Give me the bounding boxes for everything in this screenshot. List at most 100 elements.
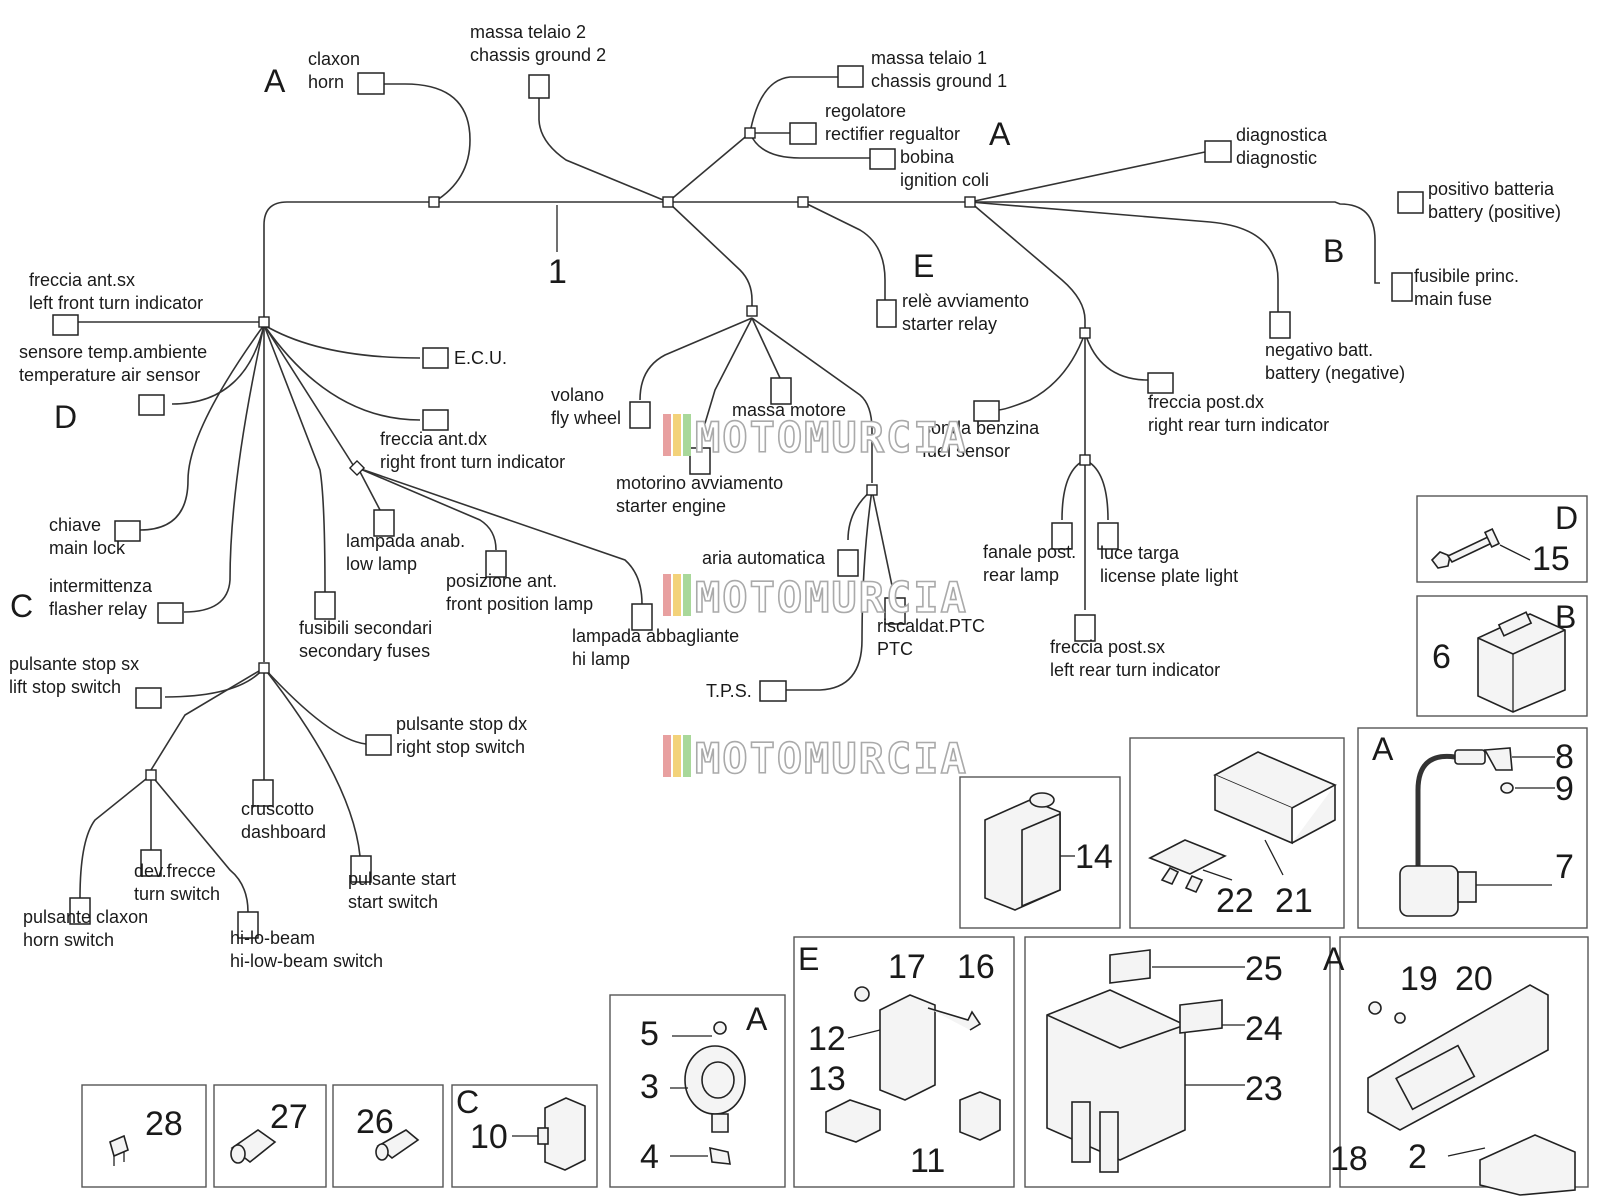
label-regulator-en: rectifier regualtor [825,124,960,144]
part-number: 24 [1245,1010,1283,1048]
panel-frame [213,1084,327,1188]
part-number: 12 [808,1020,846,1058]
label-regulator-it: regolatore [825,101,906,121]
label-battery-pos-en: battery (positive) [1428,202,1561,222]
connector-box [138,394,165,416]
panel-bracket: A 19 20 18 2 [1323,936,1589,1196]
zone-letter: E [913,248,934,284]
part-number: 2 [1408,1138,1427,1176]
label-rear-lamp-en: rear lamp [983,565,1059,585]
connector-box [373,509,395,537]
watermark-stripe [683,574,691,616]
part-number: 22 [1216,882,1254,920]
starter-relay-drawing [825,986,1001,1143]
connector-box [629,401,651,429]
watermark-2: MOTOMURCIA [663,572,967,623]
label-horn-switch-en: horn switch [23,930,114,950]
label-air-sensor-en: temperature air sensor [19,365,200,385]
label-hi-lamp-it: lampada abbagliante [572,626,739,646]
junction-node [746,305,758,317]
bracket-drawing [1367,984,1576,1196]
part-number: 14 [1075,838,1113,876]
junction-node [258,316,270,328]
fuse-box-drawing [1148,751,1337,894]
label-hi-lamp-en: hi lamp [572,649,630,669]
leader-line [1264,839,1284,876]
label-flasher-it: intermittenza [49,576,153,596]
connector-box [350,855,372,883]
junction-node [797,196,809,208]
label-rear-lamp-it: fanale post. [983,542,1076,562]
panel-part-27: 27 [213,1084,327,1188]
zone-letter: D [54,399,77,435]
connector-box [837,549,859,577]
ignition-coil-drawing [1399,747,1514,917]
label-battery-neg-en: battery (negative) [1265,363,1405,383]
connector-box [759,680,787,702]
label-chassis1-it: massa telaio 1 [871,48,987,68]
label-fly-wheel-it: volano [551,385,604,405]
label-fuel-sensor-en: fuel sensor [922,441,1010,461]
label-start-switch-en: start switch [348,892,438,912]
harness-number: 1 [548,253,567,291]
component-labels: claxon horn massa telaio 2 chassis groun… [9,22,1561,971]
part-number: 18 [1330,1140,1368,1178]
label-right-stop-en: right stop switch [396,737,525,757]
leader-line [847,1029,881,1039]
label-starter-relay-en: starter relay [902,314,997,334]
connector-box [314,591,336,620]
label-diagnostic-en: diagnostic [1236,148,1317,168]
panel-part-15: D 15 [1416,495,1588,583]
part-number: 26 [356,1103,394,1141]
label-hilo-switch-it: hi-lo-beam [230,928,315,948]
part-number: 11 [910,1142,945,1180]
part-number: 5 [640,1015,659,1053]
junction-node [1079,327,1091,339]
label-low-lamp-it: lampada anab. [346,531,465,551]
zone-letter: B [1323,233,1344,269]
label-hilo-switch-en: hi-low-beam switch [230,951,383,971]
label-auto-air: aria automatica [702,548,826,568]
part-number: 15 [1532,540,1570,578]
connector-box [52,314,79,336]
panel-letter: B [1555,599,1576,635]
connector-box [114,520,141,542]
panel-part-14: 14 [959,776,1121,929]
label-coil-en: ignition coli [900,170,989,190]
label-left-rear-turn-it: freccia post.sx [1050,637,1165,657]
connector-box [1397,191,1424,214]
junction-node [258,662,270,674]
junction-node [428,196,440,208]
label-left-stop-en: lift stop switch [9,677,121,697]
connector-box [689,447,711,475]
connector-box [135,687,162,709]
connector-box [1391,272,1413,302]
connector-box [252,779,274,807]
connector-27-drawing [230,1129,277,1164]
label-front-position-it: posizione ant. [446,571,557,591]
zone-letter: A [264,63,286,99]
part-number: 16 [957,948,995,986]
connector-box [869,148,896,170]
label-low-lamp-en: low lamp [346,554,417,574]
part-number: 8 [1555,738,1574,776]
panel-ecu-fuses: 25 24 23 [1024,936,1331,1188]
connector-box [1051,522,1073,550]
label-fly-wheel-en: fly wheel [551,408,621,428]
label-chassis2-it: massa telaio 2 [470,22,586,42]
label-right-rear-turn-en: right rear turn indicator [1148,415,1329,435]
label-ecu: E.C.U. [454,348,507,368]
watermark-3: MOTOMURCIA [663,733,967,784]
label-coil-it: bobina [900,147,955,167]
connector-box [1269,311,1291,339]
part-number: 10 [470,1118,508,1156]
panel-frame [332,1084,444,1188]
panel-fuse-box: 22 21 [1129,737,1345,929]
panel-letter: A [746,1001,768,1037]
panel-starter-relay: E 17 16 12 13 11 [793,936,1015,1188]
fuse-28-drawing [109,1134,129,1166]
connector-box [69,897,91,925]
label-left-rear-turn-en: left rear turn indicator [1050,660,1220,680]
label-front-position-en: front position lamp [446,594,593,614]
